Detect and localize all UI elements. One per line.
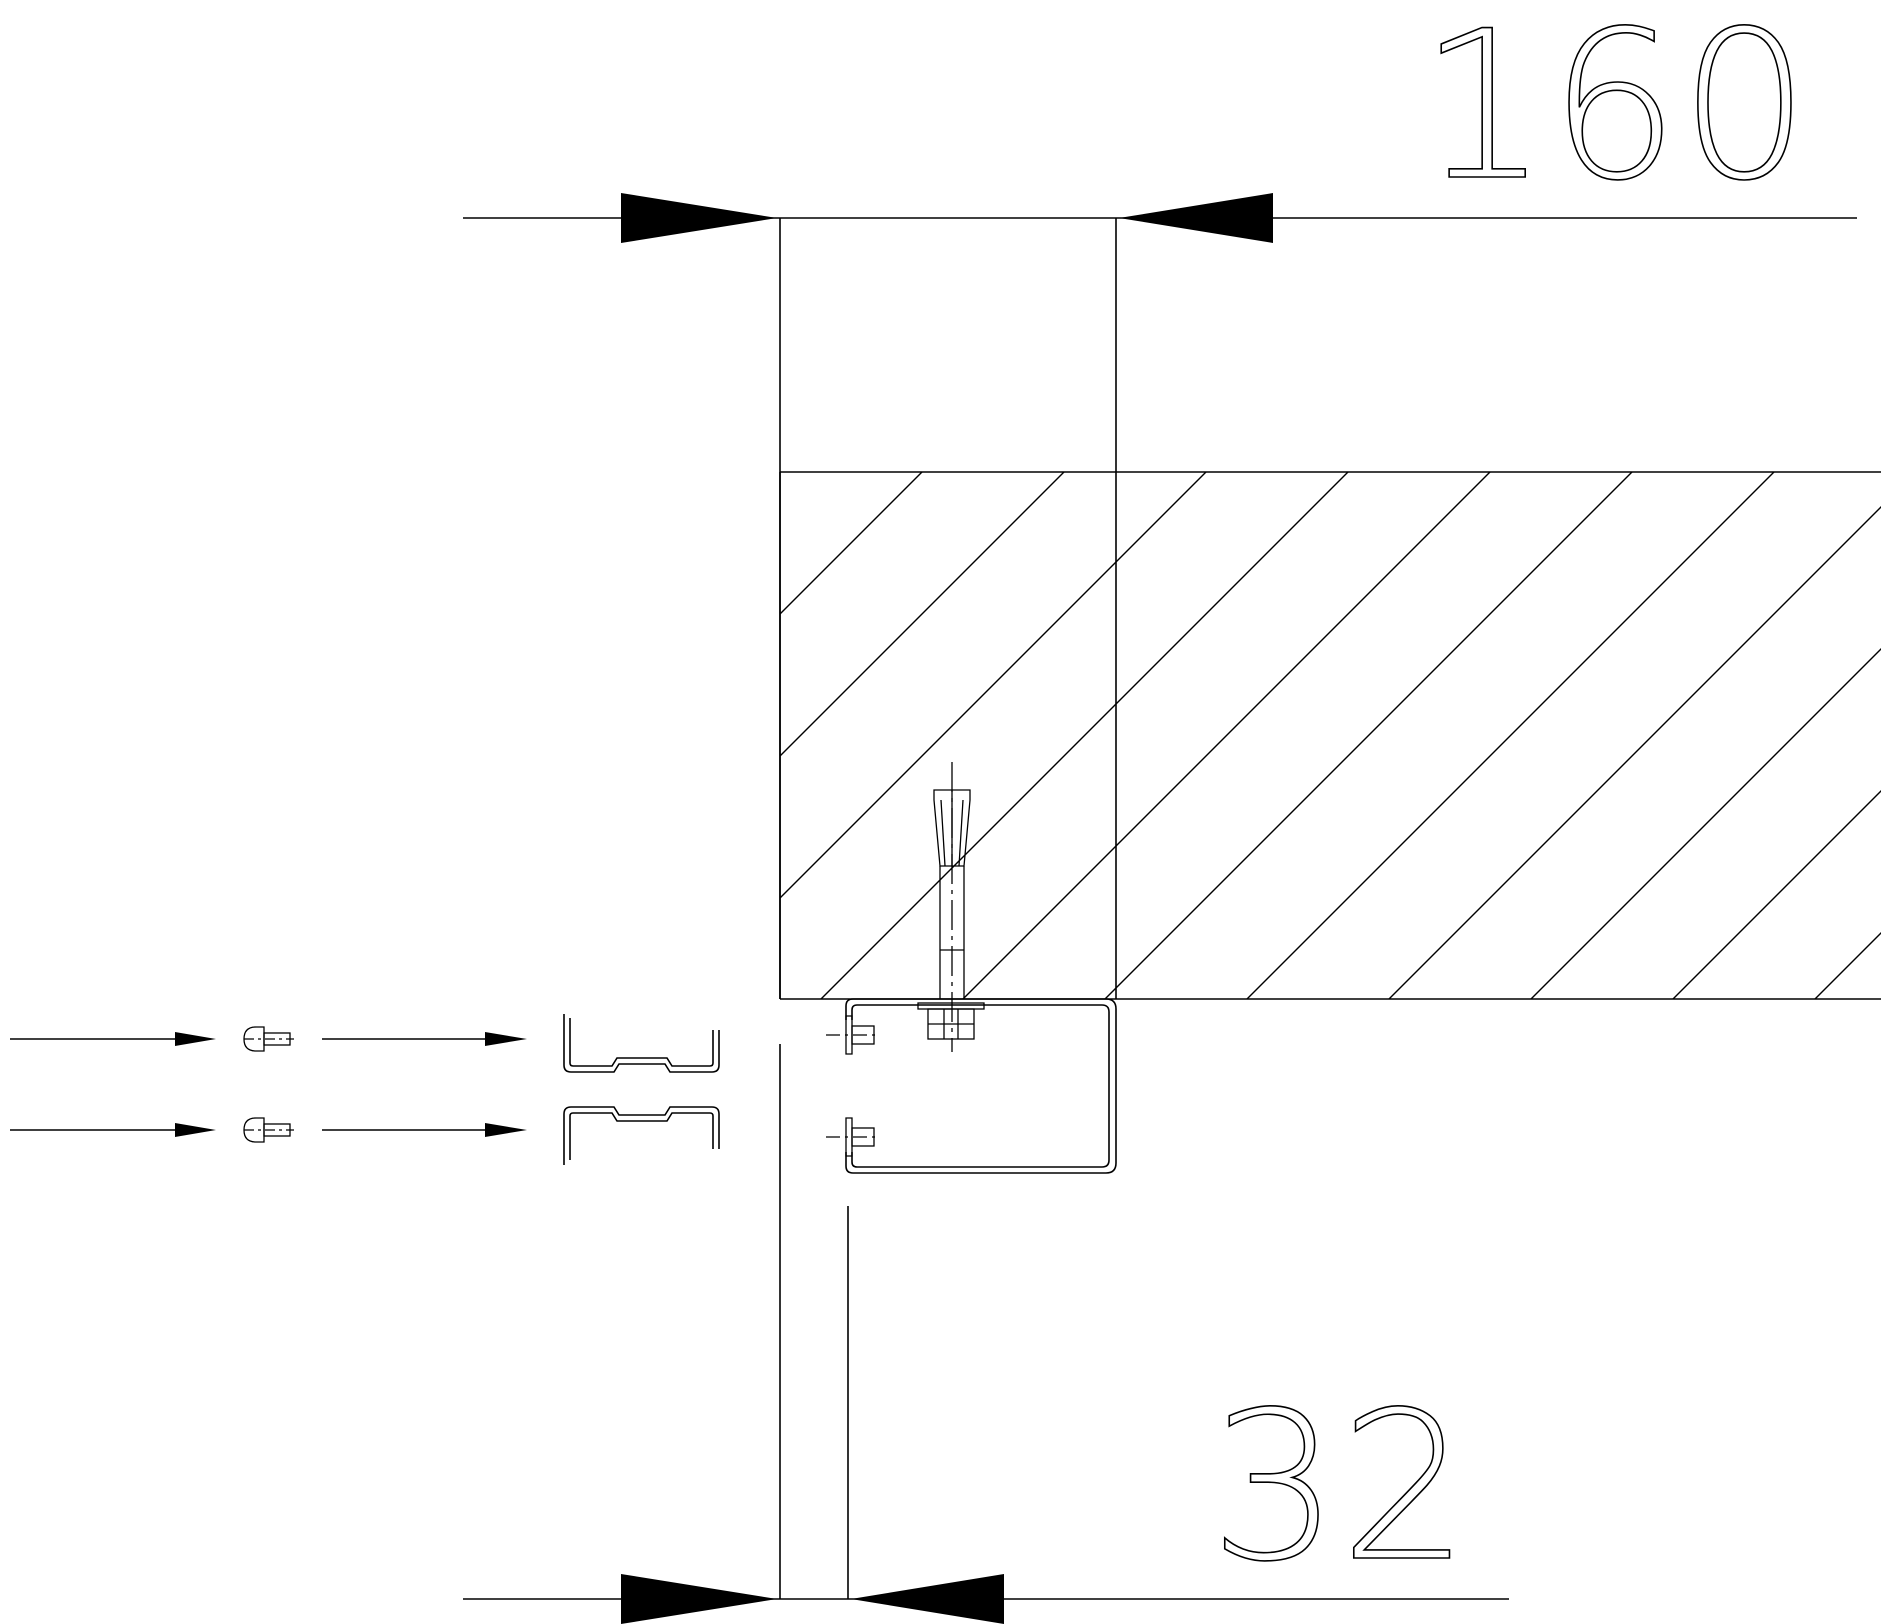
- anchor-washer: [917, 1002, 985, 1010]
- c-channel-inner: [851, 1004, 1110, 1168]
- assembly-row-upper: [10, 1014, 720, 1073]
- bottom-dimension: [463, 1044, 1509, 1624]
- bottom-arrow-left: [621, 1574, 777, 1624]
- channel-screw-lower: [826, 1117, 875, 1157]
- slab-hatching: [780, 472, 1881, 999]
- loose-clip-lower: [563, 1106, 720, 1165]
- concrete-slab-section: [779, 471, 1881, 1000]
- assembly-arrowhead-3: [175, 1123, 216, 1137]
- top-arrow-right: [1119, 193, 1273, 243]
- top-dimension: [463, 193, 1857, 999]
- bottom-dimension-value: 32: [1209, 1369, 1470, 1607]
- c-channel-outer: [845, 998, 1117, 1174]
- bottom-arrow-right: [851, 1574, 1004, 1624]
- assembly-row-lower: [10, 1106, 720, 1165]
- channel-screw-upper: [826, 1015, 875, 1055]
- assembly-arrowhead-2: [485, 1032, 527, 1046]
- loose-screw-upper: [243, 1026, 294, 1052]
- loose-screw-lower: [243, 1117, 294, 1143]
- assembly-arrowhead-1: [175, 1032, 216, 1046]
- top-arrow-left: [621, 193, 777, 243]
- assembly-arrowhead-4: [485, 1123, 527, 1137]
- anchor-bolt: [917, 762, 985, 1052]
- loose-clip-upper: [563, 1014, 720, 1073]
- c-channel-profile: [845, 998, 1117, 1174]
- top-dimension-value: 160: [1419, 0, 1810, 226]
